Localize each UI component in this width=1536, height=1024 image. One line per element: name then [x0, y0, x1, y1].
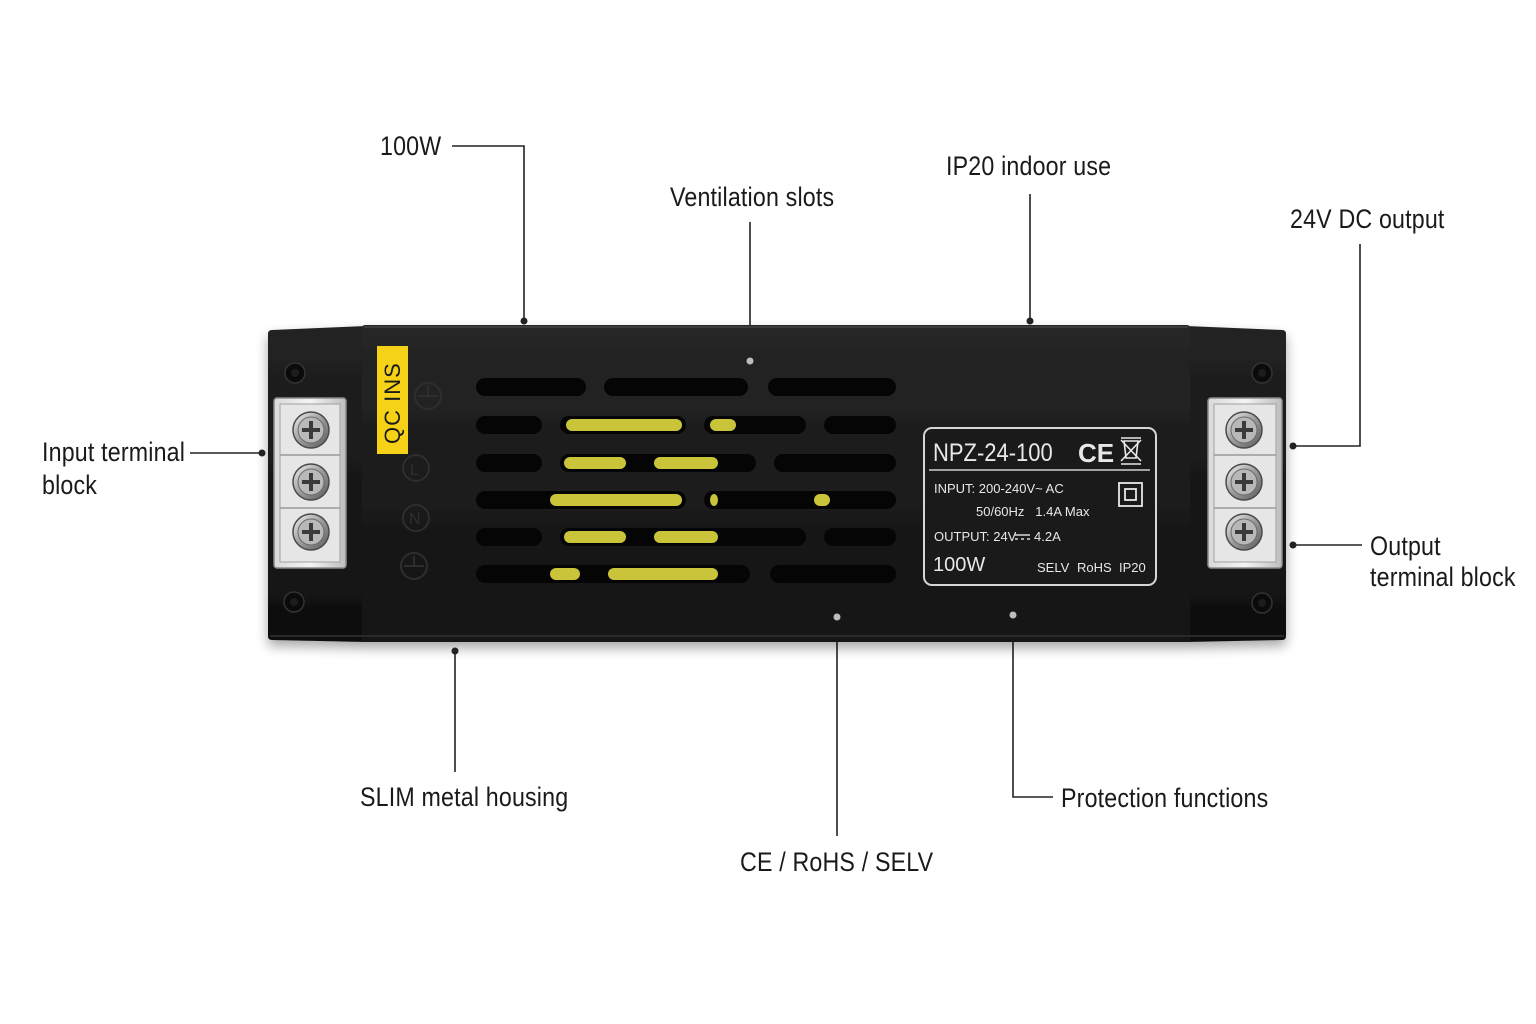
svg-text:N: N [409, 511, 421, 528]
label-ip: IP20 [1119, 560, 1146, 575]
internal-pcb-glimpse [654, 531, 718, 543]
dot-output-terminal [1289, 541, 1297, 549]
dot-input-terminal [258, 449, 266, 457]
weee-bin-icon [1120, 437, 1142, 465]
leader-power [452, 145, 525, 320]
callout-output-terminal-line2: terminal block [1370, 562, 1516, 592]
callout-input-terminal-line1: Input terminal [42, 437, 186, 467]
label-model: NPZ-24-100 [933, 439, 1053, 467]
internal-pcb-glimpse [564, 531, 626, 543]
label-rohs: RoHS [1077, 560, 1112, 575]
leader-dc-output [1294, 244, 1361, 447]
mount-screw-icon [284, 362, 306, 384]
vent-slot [476, 528, 542, 546]
callout-protection: Protection functions [1061, 783, 1269, 813]
vent-slot [476, 454, 542, 472]
internal-pcb-glimpse [814, 494, 830, 506]
mount-screw-icon [1251, 592, 1273, 614]
dot-ip20 [1026, 317, 1034, 325]
terminal-screw-icon [1225, 513, 1263, 551]
callout-certifications: CE / RoHS / SELV [740, 847, 934, 877]
mounting-screws [283, 362, 1273, 614]
vent-slot [770, 565, 896, 583]
terminal-screw-icon [292, 411, 330, 449]
label-selv: SELV [1037, 560, 1070, 575]
callout-housing: SLIM metal housing [360, 782, 569, 812]
dot-certifications [833, 613, 841, 621]
label-output-prefix: OUTPUT: 24V [934, 529, 1017, 544]
internal-pcb-glimpse [550, 568, 580, 580]
internal-pcb-glimpse [710, 494, 718, 506]
vent-slot [704, 491, 896, 509]
internal-pcb-glimpse [550, 494, 682, 506]
dot-ventilation [746, 357, 754, 365]
vent-slot [824, 528, 896, 546]
terminal-screw-icon [1225, 463, 1263, 501]
label-power: 100W [933, 554, 985, 576]
leader-dots [258, 317, 1297, 655]
callout-input-terminal-line2: block [42, 470, 98, 500]
spec-label: NPZ-24-100 CE INPUT: 200-240V~ AC 50/60H… [923, 427, 1157, 586]
dc-symbol-icon [1015, 534, 1030, 540]
svg-text:L: L [410, 462, 419, 479]
terminal-screw-icon [1225, 411, 1263, 449]
internal-pcb-glimpse [608, 568, 718, 580]
qc-sticker-text: QC INS [380, 362, 405, 444]
vent-slot [476, 416, 542, 434]
ventilation-slots [476, 378, 896, 583]
dot-power [520, 317, 528, 325]
callout-output-terminal-line1: Output [1370, 531, 1441, 561]
dot-housing [451, 647, 459, 655]
vent-slot [768, 378, 896, 396]
input-terminal-block [273, 397, 347, 569]
double-insulation-icon [1118, 482, 1143, 507]
ground-symbol-icon [400, 552, 428, 580]
vent-slot [476, 378, 586, 396]
callout-ventilation: Ventilation slots [670, 182, 835, 212]
label-input-line2: 50/60Hz 1.4A Max [976, 504, 1090, 519]
terminal-symbols: L N [400, 382, 442, 580]
vent-slot [774, 454, 896, 472]
label-input-line1: INPUT: 200-240V~ AC [934, 481, 1064, 496]
internal-pcb-glimpse [564, 457, 626, 469]
vent-slot [604, 378, 748, 396]
terminal-screw-icon [292, 463, 330, 501]
leader-lines [190, 145, 1362, 836]
neutral-symbol-icon: N [402, 504, 430, 532]
dot-protection [1009, 611, 1017, 619]
internal-pcb-glimpse [654, 457, 718, 469]
label-output-suffix: 4.2A [1034, 529, 1061, 544]
mount-screw-icon [283, 591, 305, 613]
vent-slot [824, 416, 896, 434]
ground-symbol-icon [414, 382, 442, 410]
qc-sticker: QC INS [377, 346, 408, 454]
callout-power: 100W [380, 131, 442, 161]
mount-screw-icon [1251, 362, 1273, 384]
live-symbol-icon: L [402, 454, 430, 482]
terminal-screw-icon [292, 513, 330, 551]
callout-dc-output: 24V DC output [1290, 204, 1445, 234]
dot-dc-output [1289, 442, 1297, 450]
leader-protection [1012, 615, 1053, 798]
label-ce-mark: CE [1078, 438, 1114, 468]
internal-pcb-glimpse [566, 419, 682, 431]
callout-ip20: IP20 indoor use [946, 151, 1112, 181]
internal-pcb-glimpse [710, 419, 736, 431]
output-terminal-block [1207, 397, 1283, 569]
